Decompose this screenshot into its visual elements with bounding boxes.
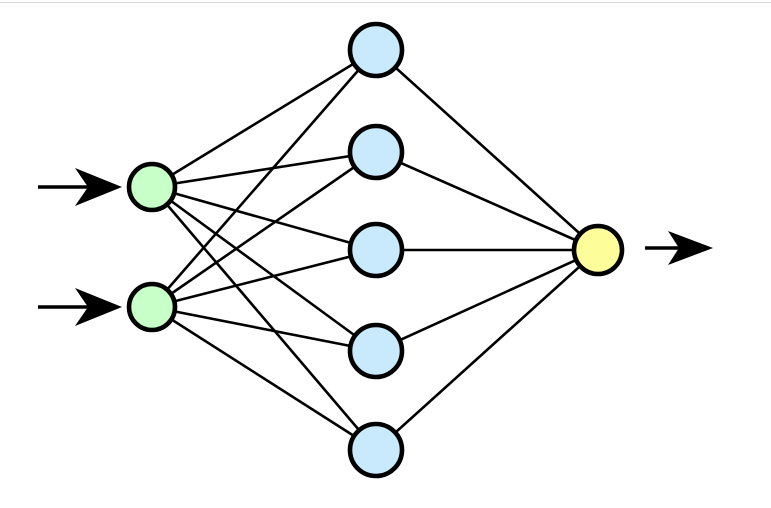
hidden-node-5[interactable] <box>347 421 405 479</box>
connection-edges-group <box>150 48 600 452</box>
input-layer <box>126 161 178 333</box>
edge-i1-h2 <box>150 150 378 189</box>
hidden-node-3[interactable] <box>347 221 405 279</box>
output-node-1[interactable] <box>571 223 625 277</box>
edge-i1-h4 <box>150 185 378 353</box>
edge-i1-h5 <box>150 185 378 452</box>
input-node-1[interactable] <box>126 161 178 213</box>
io-arrows-group <box>38 168 713 326</box>
edge-i2-h3 <box>150 248 378 309</box>
edge-h2-o1 <box>374 150 600 252</box>
edge-i2-h5 <box>150 305 378 452</box>
hidden-node-4[interactable] <box>347 322 405 380</box>
hidden-node-2[interactable] <box>347 123 405 181</box>
input-node-2[interactable] <box>126 281 178 333</box>
output-layer <box>571 223 625 277</box>
hidden-node-1[interactable] <box>347 21 405 79</box>
edge-h1-o1 <box>374 48 600 252</box>
edge-i1-h3 <box>150 185 378 252</box>
edge-i1-h1 <box>150 48 378 189</box>
edge-i2-h2 <box>150 150 378 309</box>
input-arrow-1 <box>38 168 122 206</box>
edge-i2-h4 <box>150 305 378 353</box>
edge-h5-o1 <box>374 248 600 452</box>
edge-h4-o1 <box>374 248 600 353</box>
output-arrow-1 <box>645 231 713 265</box>
input-arrow-2-head <box>75 288 122 326</box>
output-arrow-1-head <box>668 231 713 265</box>
hidden-layer <box>347 21 405 479</box>
neuron-nodes-group <box>126 21 625 479</box>
edge-i2-h1 <box>150 48 378 309</box>
input-arrow-1-head <box>75 168 122 206</box>
top-divider-rule <box>0 2 771 3</box>
input-arrow-2 <box>38 288 122 326</box>
